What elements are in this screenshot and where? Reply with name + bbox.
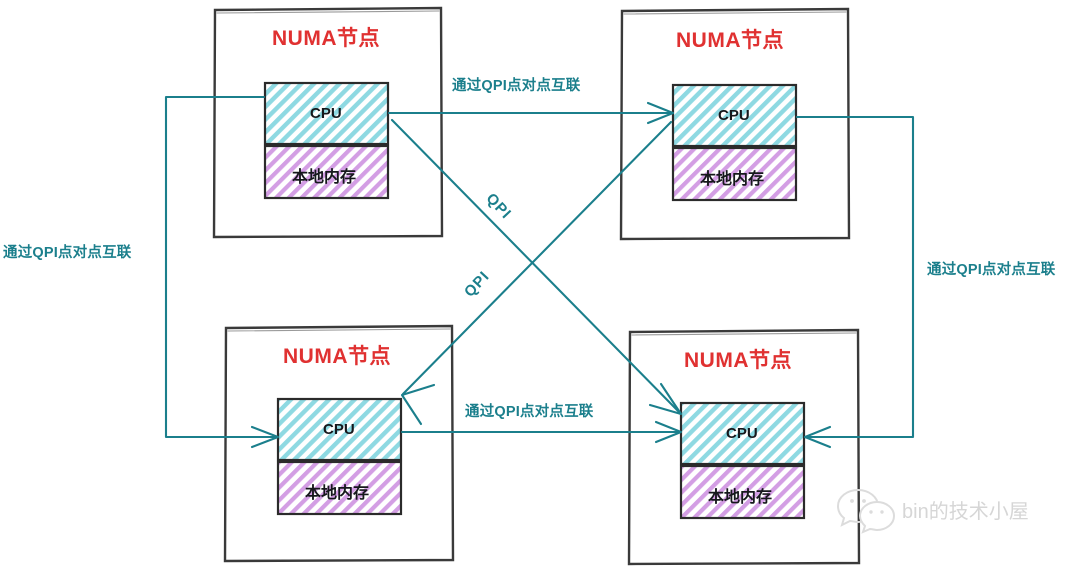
connector-bottom [400, 420, 683, 444]
connector-right [795, 115, 915, 449]
cpu-block-bottom-right [679, 401, 806, 466]
connector-left [164, 95, 280, 449]
cpu-label-bottom-right: CPU [726, 425, 758, 442]
watermark-text: bin的技术小屋 [902, 501, 1029, 523]
memory-label-top-left: 本地内存 [292, 169, 357, 186]
watermark: bin的技术小屋 [902, 495, 1029, 524]
memory-block-bottom-left [276, 460, 403, 516]
node-title-top-right: NUMA节点 [676, 29, 784, 52]
node-title-top-left: NUMA节点 [272, 27, 380, 50]
cpu-label-top-right: CPU [718, 107, 750, 124]
connector-diagonal-down [390, 118, 683, 416]
node-frame-bottom-left [223, 324, 455, 563]
node-frame-top-right [619, 7, 851, 241]
memory-block-top-left [263, 144, 390, 200]
memory-label-bottom-right: 本地内存 [708, 489, 773, 506]
cpu-block-top-left [263, 81, 390, 146]
cpu-label-bottom-left: CPU [323, 421, 355, 438]
node-title-bottom-right: NUMA节点 [684, 349, 792, 372]
cpu-block-top-right [671, 83, 798, 148]
node-title-bottom-left: NUMA节点 [283, 345, 391, 368]
wechat-icon [836, 488, 896, 534]
memory-block-bottom-right [679, 464, 806, 520]
link-label-top: 通过QPI点对点互联 [452, 78, 581, 94]
cpu-label-top-left: CPU [310, 105, 342, 122]
link-label-right: 通过QPI点对点互联 [927, 262, 1056, 278]
connector-diagonal-up [400, 120, 673, 426]
link-label-bottom: 通过QPI点对点互联 [465, 404, 594, 420]
memory-block-top-right [671, 146, 798, 202]
link-label-left: 通过QPI点对点互联 [3, 245, 132, 261]
memory-label-top-right: 本地内存 [700, 171, 765, 188]
node-frame-bottom-right [627, 328, 861, 566]
connector-top [387, 101, 675, 125]
cpu-block-bottom-left [276, 397, 403, 462]
node-frame-top-left [212, 6, 444, 239]
memory-label-bottom-left: 本地内存 [305, 485, 370, 502]
